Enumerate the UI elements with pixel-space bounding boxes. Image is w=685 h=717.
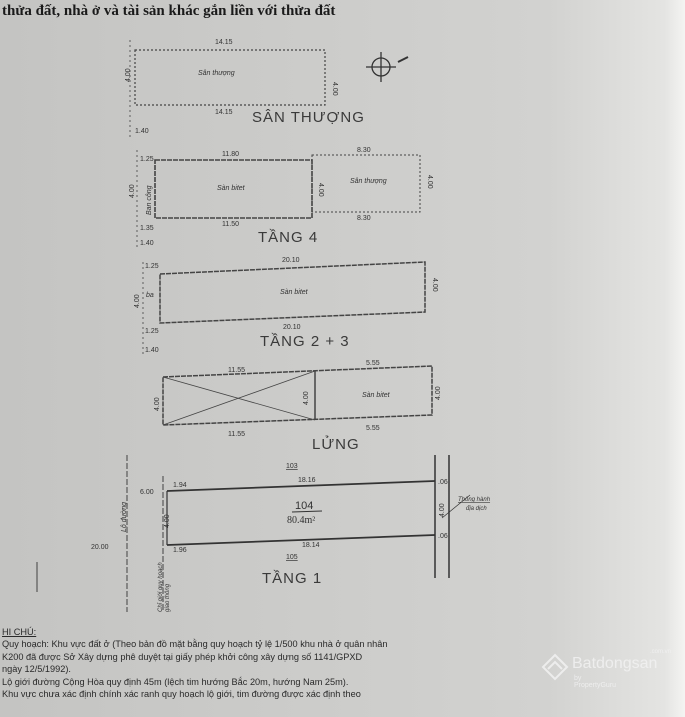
road-label: Lộ đường bbox=[121, 502, 128, 532]
floor-label: TẦNG 2 + 3 bbox=[260, 333, 350, 350]
dim-right: 4.00 bbox=[426, 175, 433, 189]
dim-top: 18.16 bbox=[298, 477, 316, 484]
balcony-label: ba bbox=[146, 292, 154, 299]
offset: 1.40 bbox=[140, 240, 154, 247]
plan-tang-4 bbox=[136, 150, 421, 250]
dim-bottom: 18.14 bbox=[302, 542, 320, 549]
floor-label: SÂN THƯỢNG bbox=[252, 109, 365, 126]
dim-bottom2: 8.30 bbox=[357, 215, 371, 222]
dim-e1: .06 bbox=[438, 479, 448, 486]
room-label: Sàn bitet bbox=[217, 185, 246, 192]
note-line: K200 đã được Sở Xây dựng phê duyệt tại g… bbox=[2, 651, 363, 662]
dim-top1: 11.55 bbox=[228, 367, 245, 374]
floor-label: LỬNG bbox=[312, 435, 360, 453]
dim-bottom: 14.15 bbox=[215, 109, 233, 116]
dim-mid: 4.00 bbox=[317, 183, 324, 197]
dim-bottom: 20.10 bbox=[283, 324, 301, 331]
plan-lung bbox=[162, 365, 433, 426]
watermark-domain: .com.vn bbox=[650, 649, 672, 655]
dim-d1: 1.94 bbox=[173, 482, 187, 489]
dim-top2: 5.55 bbox=[366, 360, 380, 367]
floor-label: TẦNG 4 bbox=[258, 229, 318, 246]
dim-bottom1: 11.55 bbox=[228, 431, 245, 438]
notes-heading: HI CHÚ: bbox=[2, 627, 37, 637]
note-line: Lộ giới đường Cộng Hòa quy định 45m (lệc… bbox=[2, 676, 349, 687]
room-label: Sân thượng bbox=[350, 178, 387, 185]
parcel-north: 103 bbox=[286, 463, 298, 470]
dim-d2: 1.25 bbox=[145, 328, 159, 335]
planning-line-label: giao thông bbox=[165, 583, 171, 612]
offset: 1.40 bbox=[135, 128, 149, 135]
dim-e2: .06 bbox=[438, 533, 448, 540]
parcel-number: 104 bbox=[295, 500, 313, 512]
dim-top1: 11.80 bbox=[222, 151, 239, 158]
notes-section: HI CHÚ: Quy hoạch: Khu vực đất ở (Theo b… bbox=[2, 626, 422, 700]
dim-right: 4.00 bbox=[435, 386, 442, 400]
document-title: thửa đất, nhà ở và tài sản khác gắn liền… bbox=[2, 3, 335, 19]
note-line: ngày 12/5/1992). bbox=[2, 664, 71, 675]
plan-tang-2-3 bbox=[142, 261, 426, 355]
watermark-logo-icon bbox=[541, 653, 569, 681]
dim-d1: 1.25 bbox=[145, 263, 159, 270]
planning-line-label: Chỉ giới quy hoạch bbox=[157, 562, 164, 612]
dim-left: 4.00 bbox=[129, 184, 136, 198]
easement-label: địa dịch bbox=[466, 506, 487, 512]
parcel-area: 80.4m² bbox=[287, 515, 315, 526]
offset: 1.40 bbox=[145, 347, 159, 354]
note-line: Khu vực chưa xác định chính xác ranh quy… bbox=[2, 689, 361, 700]
floor-label: TẦNG 1 bbox=[262, 570, 322, 587]
dim-d2: 1.96 bbox=[173, 547, 187, 554]
dim-right: 4.00 bbox=[431, 278, 438, 292]
room-label: Sàn bitet bbox=[280, 289, 309, 296]
balcony-label: Ban công bbox=[146, 185, 153, 215]
dim-d2: 1.35 bbox=[140, 225, 154, 232]
dim-top2: 8.30 bbox=[357, 147, 371, 154]
plan-san-thuong bbox=[129, 40, 326, 140]
easement-label: Thông hành bbox=[458, 497, 491, 503]
dim-bottom2: 5.55 bbox=[366, 425, 380, 432]
dim-mid: 4.00 bbox=[303, 391, 310, 405]
note-line: Quy hoạch: Khu vực đất ở (Theo bản đồ mặ… bbox=[2, 639, 388, 650]
parcel-south: 105 bbox=[286, 554, 298, 561]
dim-left: 4.00 bbox=[154, 397, 161, 411]
area-label: Sân thượng bbox=[198, 70, 235, 77]
dim-d1: 1.25 bbox=[140, 156, 154, 163]
dim-left: 4.00 bbox=[164, 514, 171, 528]
room-label: Sàn bitet bbox=[362, 392, 391, 399]
dim-left: 4.00 bbox=[125, 68, 132, 82]
dim-left: 4.00 bbox=[134, 294, 141, 308]
road-offset: 6.00 bbox=[140, 489, 154, 496]
watermark-sub: by PropertyGuru bbox=[574, 675, 617, 689]
dim-right: 4.00 bbox=[439, 503, 446, 517]
plan-tang-1 bbox=[36, 455, 471, 612]
dim-top: 20.10 bbox=[282, 257, 300, 264]
watermark-brand: Batdongsan bbox=[572, 655, 658, 672]
dim-right: 4.00 bbox=[331, 82, 338, 96]
watermark: Batdongsan by PropertyGuru .com.vn bbox=[540, 649, 671, 689]
road-width: 20.00 bbox=[91, 544, 109, 551]
north-arrow-icon bbox=[366, 52, 409, 82]
dim-top: 14.15 bbox=[215, 39, 233, 46]
dim-bottom1: 11.50 bbox=[222, 221, 239, 228]
